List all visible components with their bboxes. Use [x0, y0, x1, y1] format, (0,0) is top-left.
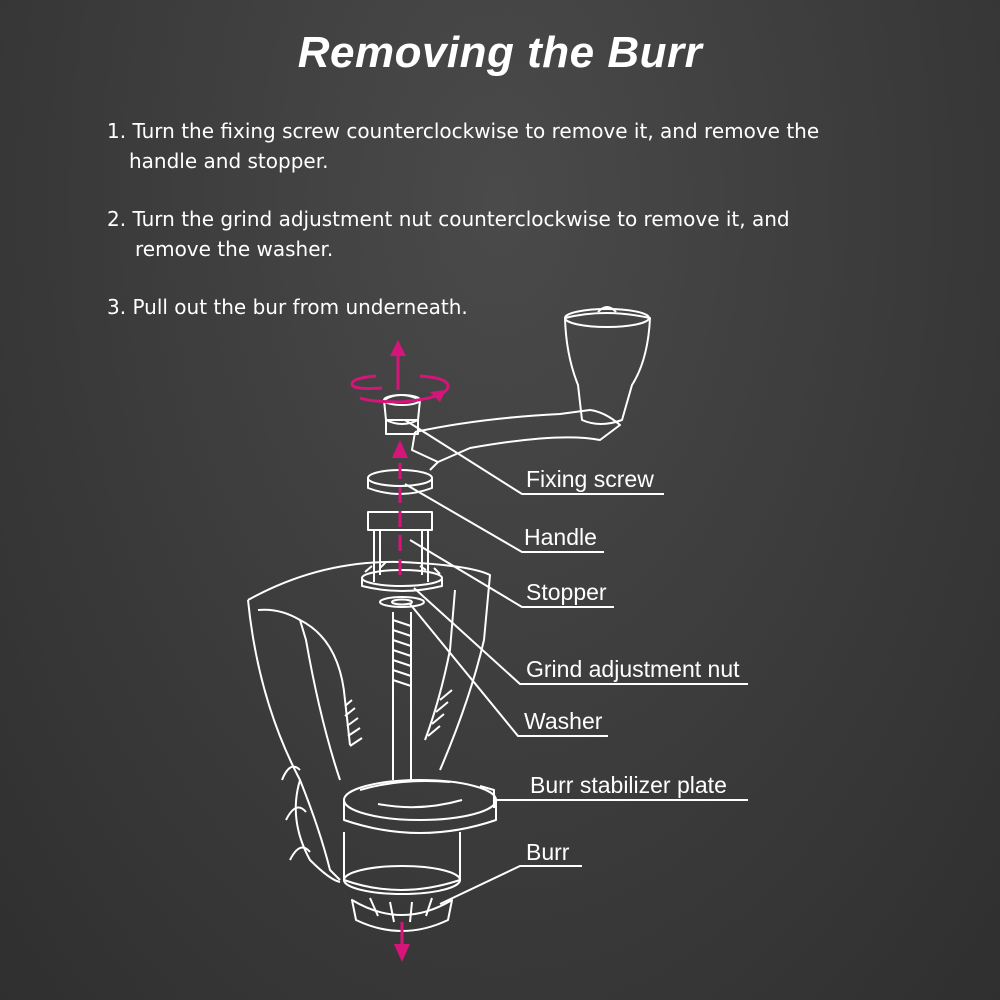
- crank-knob: [564, 306, 651, 425]
- step-1-line-2: handle and stopper.: [129, 149, 329, 173]
- instruction-list: 1. Turn the fixing screw counterclockwis…: [107, 116, 927, 350]
- page-title: Removing the Burr: [297, 28, 703, 77]
- label-handle: Handle: [524, 524, 597, 550]
- grinder-body: [247, 560, 491, 883]
- instruction-step-1: 1. Turn the fixing screw counterclockwis…: [107, 116, 927, 176]
- step-3-line-1: 3. Pull out the bur from underneath.: [107, 295, 468, 319]
- label-fixing-screw: Fixing screw: [526, 466, 654, 492]
- handle-arm: [411, 409, 621, 471]
- leader-burr: [439, 865, 582, 905]
- step-2-line-2: remove the washer.: [135, 237, 334, 261]
- label-washer: Washer: [524, 708, 603, 734]
- threaded-shaft: [392, 612, 412, 780]
- pull-arrow-down-icon: [394, 922, 410, 962]
- label-grind-adjustment-nut: Grind adjustment nut: [526, 656, 740, 682]
- label-burr-stabilizer-plate: Burr stabilizer plate: [530, 772, 727, 798]
- leader-stopper: [409, 539, 614, 608]
- step-2-line-1: 2. Turn the grind adjustment nut counter…: [107, 207, 790, 231]
- burr-stabilizer-plate: [343, 779, 497, 834]
- rotate-counterclockwise-icon: [350, 340, 450, 404]
- leader-grind-nut: [413, 587, 748, 685]
- leader-fixing-screw: [404, 419, 664, 495]
- step-1-line-1: 1. Turn the fixing screw counterclockwis…: [107, 119, 820, 143]
- leader-handle: [404, 483, 604, 553]
- instruction-step-3: 3. Pull out the bur from underneath.: [107, 292, 927, 322]
- stopper-gear: [361, 561, 443, 592]
- label-stopper: Stopper: [526, 579, 607, 605]
- lift-arrow-up-icon: [392, 440, 408, 575]
- instruction-step-2: 2. Turn the grind adjustment nut counter…: [107, 204, 927, 264]
- burr-part: [343, 832, 461, 932]
- label-burr: Burr: [526, 839, 570, 865]
- leader-washer: [409, 603, 608, 737]
- washer-part: [379, 596, 425, 608]
